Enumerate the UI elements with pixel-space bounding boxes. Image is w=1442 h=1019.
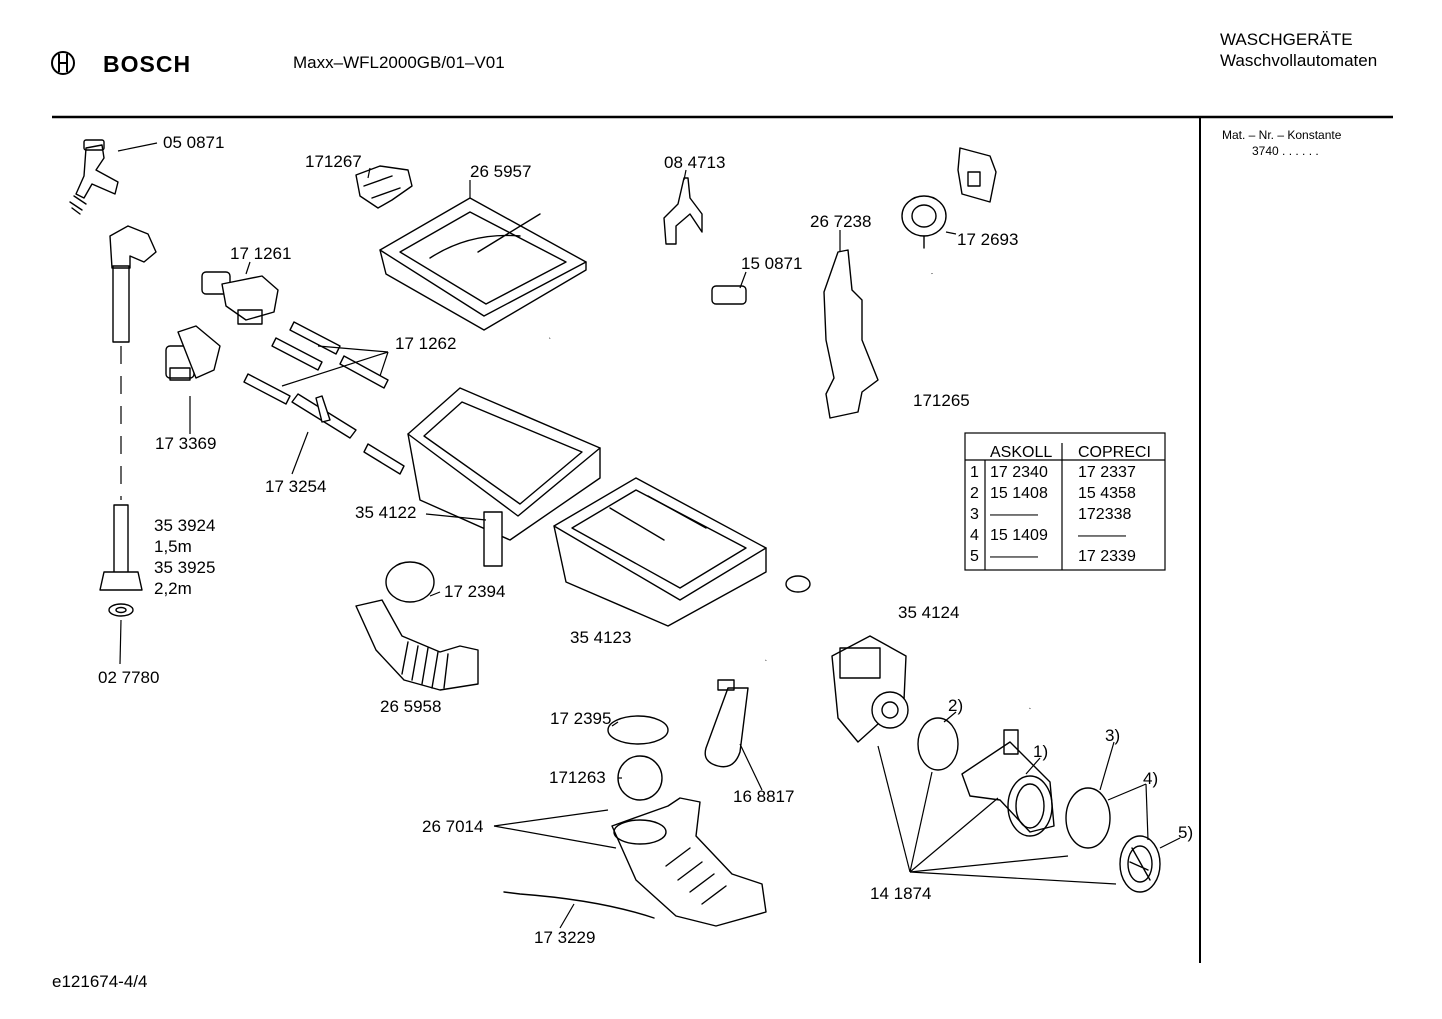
label-35-4122: 35 4122 [355, 503, 416, 522]
inlet-valve-small-part [165, 325, 221, 381]
table-row-index: 3 [970, 506, 979, 523]
table-header-askoll: ASKOLL [990, 444, 1052, 461]
inlet-hose-part [99, 225, 157, 617]
table-cell-askoll: ——— [990, 506, 1038, 523]
label-26-7014: 26 7014 [422, 817, 483, 836]
table-cell-askoll: 15 1408 [990, 485, 1048, 502]
table-cell-askoll: ——— [990, 548, 1038, 565]
inlet-valve-part [201, 271, 279, 325]
clip-part [355, 165, 413, 209]
model-number: Maxx–WFL2000GB/01–V01 [293, 53, 505, 72]
bracket-part [823, 249, 879, 419]
side-panel-label: Mat. – Nr. – Konstante [1222, 128, 1342, 142]
label-35-4124: 35 4124 [898, 603, 959, 622]
table-row-index: 5 [970, 548, 979, 565]
fork-clip-part [663, 177, 703, 245]
label-17-1262: 17 1262 [395, 334, 456, 353]
label-35-3924: 35 3924 [154, 516, 215, 535]
label-17-3369: 17 3369 [155, 434, 216, 453]
filter-housing-part [961, 729, 1055, 837]
pump-filter-part [1119, 835, 1161, 893]
label-08-4713: 08 4713 [664, 153, 725, 172]
y-hose-part [243, 373, 405, 475]
table-row-index: 1 [970, 464, 979, 481]
pump-variant-table: ASKOLL COPRECI 1 17 2340 17 2337 2 15 14… [964, 432, 1166, 571]
table-cell-askoll: 15 1409 [990, 527, 1048, 544]
dispenser-housing-part [407, 387, 601, 567]
drain-pump-part [831, 635, 909, 743]
label-26-5958: 26 5958 [380, 697, 441, 716]
check-ball-part [617, 755, 663, 801]
table-cell-copreci: ——— [1078, 527, 1126, 544]
table-cell-copreci: 172338 [1078, 506, 1131, 523]
label-171263: 171263 [549, 768, 606, 787]
bosch-logo-icon [51, 51, 75, 75]
bellow-hose-part [355, 599, 479, 691]
filter-seal-ring-part [1065, 787, 1111, 849]
callout-2: 2) [948, 696, 963, 715]
side-panel-value: 3740 . . . . . . [1252, 144, 1319, 158]
air-trap-part [704, 679, 749, 768]
label-26-5957: 26 5957 [470, 162, 531, 181]
brand-name: BOSCH [103, 51, 191, 77]
label-02-7780: 02 7780 [98, 668, 159, 687]
label-05-0871: 05 0871 [163, 133, 224, 152]
label-26-7238: 26 7238 [810, 212, 871, 231]
y-connector-part [69, 139, 119, 215]
category-title: WASCHGERÄTE [1220, 30, 1353, 49]
callout-5: 5) [1178, 823, 1193, 842]
vent-hose-part [503, 891, 655, 919]
label-17-2693: 17 2693 [957, 230, 1018, 249]
callout-4: 4) [1143, 769, 1158, 788]
tube-grommet-part [785, 575, 811, 593]
label-length-2-2m: 2,2m [154, 579, 192, 598]
table-row-index: 4 [970, 527, 979, 544]
table-row-index: 2 [970, 485, 979, 502]
callout-1: 1) [1033, 742, 1048, 761]
label-16-8817: 16 8817 [733, 787, 794, 806]
table-cell-askoll: 17 2340 [990, 464, 1048, 481]
table-header-copreci: COPRECI [1078, 444, 1151, 461]
label-171265: 171265 [913, 391, 970, 410]
sump-ring-part [607, 715, 669, 745]
leader-lines [119, 167, 1181, 929]
table-cell-copreci: 17 2337 [1078, 464, 1136, 481]
label-15-0871: 15 0871 [741, 254, 802, 273]
hose-clamp-part [711, 285, 747, 305]
label-17-2394: 17 2394 [444, 582, 505, 601]
label-length-1-5m: 1,5m [154, 537, 192, 556]
sump-hose-part [611, 797, 767, 927]
category-subtitle: Waschvollautomaten [1220, 51, 1377, 70]
seal-ring-part [385, 561, 435, 603]
label-17-3254: 17 3254 [265, 477, 326, 496]
label-17-2395: 17 2395 [550, 709, 611, 728]
pressure-switch-part [901, 147, 997, 249]
label-171267: 171267 [305, 152, 362, 171]
dispenser-drawer-part [553, 477, 767, 627]
label-35-3925: 35 3925 [154, 558, 215, 577]
document-code: e121674-4/4 [52, 972, 147, 991]
label-14-1874: 14 1874 [870, 884, 931, 903]
hose-pieces-part [271, 321, 389, 389]
label-17-3229: 17 3229 [534, 928, 595, 947]
callout-3: 3) [1105, 726, 1120, 745]
label-17-1261: 17 1261 [230, 244, 291, 263]
table-cell-copreci: 17 2339 [1078, 548, 1136, 565]
dispenser-cover-part [379, 197, 587, 331]
pump-seal-ring-part [917, 717, 959, 771]
label-35-4123: 35 4123 [570, 628, 631, 647]
table-cell-copreci: 15 4358 [1078, 485, 1136, 502]
